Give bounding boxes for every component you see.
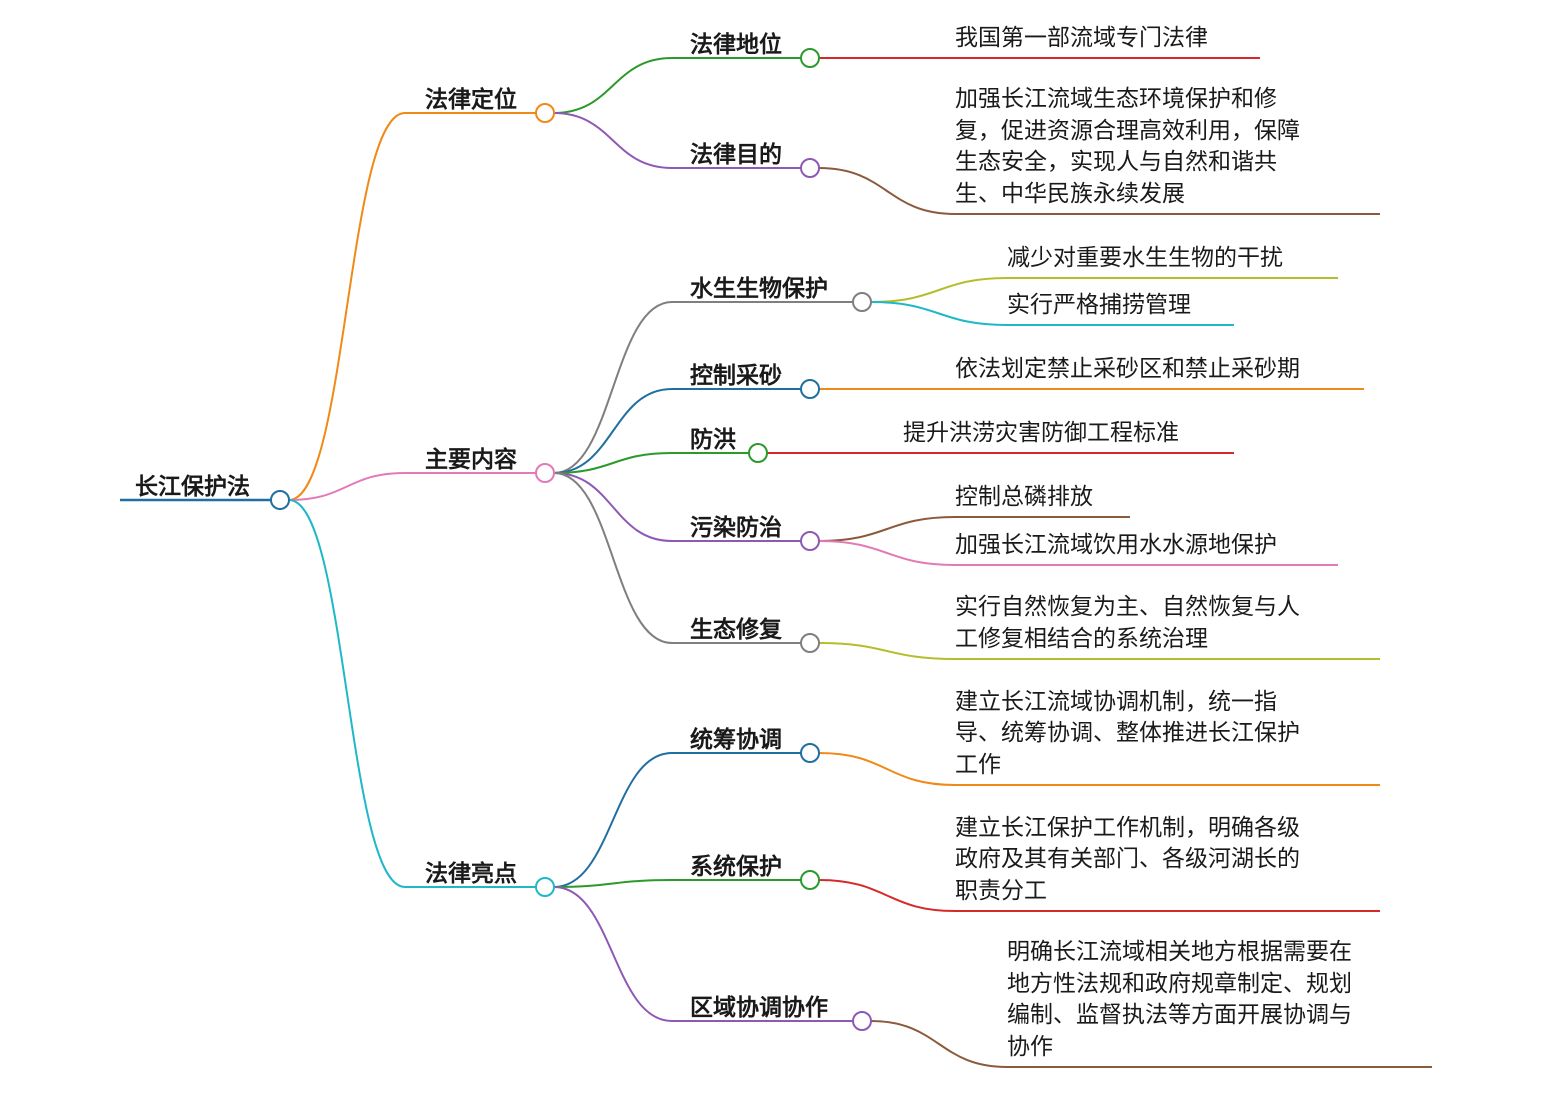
subtopic-3-1: 统筹协调 (690, 727, 782, 753)
leaf-text-line: 职责分工 (955, 877, 1047, 904)
leaf-text-line: 实行严格捕捞管理 (1007, 291, 1191, 318)
subtopic-connector-2-5 (553, 472, 801, 644)
leaf-text-line: 工修复相结合的系统治理 (955, 625, 1208, 652)
leaf-text-line: 加强长江流域饮用水水源地保护 (955, 531, 1277, 558)
leaf-text-3-2-1: 建立长江保护工作机制，明确各级政府及其有关部门、各级河湖长的职责分工 (955, 813, 1355, 908)
branch-connector-3 (288, 499, 536, 888)
subtopic-node-3-1[interactable] (800, 743, 820, 763)
leaf-text-line: 协作 (1007, 1033, 1053, 1060)
leaf-connector-2-1-1 (870, 277, 1338, 303)
subtopic-node-3-3[interactable] (852, 1011, 872, 1031)
leaf-connector-2-5-1 (818, 642, 1380, 660)
leaf-text-2-5-1: 实行自然恢复为主、自然恢复与人工修复相结合的系统治理 (955, 592, 1355, 655)
leaf-text-2-1-2: 实行严格捕捞管理 (1007, 290, 1407, 322)
subtopic-node-2-3[interactable] (748, 443, 768, 463)
subtopic-1-2: 法律目的 (690, 142, 782, 168)
subtopic-node-2-5[interactable] (800, 633, 820, 653)
leaf-connector-3-3-1 (870, 1020, 1432, 1068)
subtopic-node-1-1[interactable] (800, 48, 820, 68)
subtopic-connector-3-2 (553, 879, 801, 888)
leaf-text-2-4-2: 加强长江流域饮用水水源地保护 (955, 530, 1355, 562)
branch-node-1[interactable] (535, 103, 555, 123)
leaf-text-line: 导、统筹协调、整体推进长江保护 (955, 720, 1300, 746)
leaf-text-2-3-1: 提升洪涝灾害防御工程标准 (903, 418, 1303, 450)
subtopic-3-3: 区域协调协作 (690, 995, 828, 1021)
branch-topic-1: 法律定位 (425, 87, 517, 113)
subtopic-2-5: 生态修复 (690, 617, 782, 643)
subtopic-node-3-2[interactable] (800, 870, 820, 890)
leaf-text-line: 生、中华民族永续发展 (955, 180, 1185, 207)
root-node[interactable] (270, 490, 290, 510)
leaf-connector-2-4-2 (818, 540, 1338, 566)
leaf-text-line: 减少对重要水生生物的干扰 (1007, 244, 1283, 271)
leaf-text-2-4-1: 控制总磷排放 (955, 482, 1355, 514)
leaf-text-2-1-1: 减少对重要水生生物的干扰 (1007, 243, 1407, 275)
subtopic-1-1: 法律地位 (690, 32, 782, 58)
leaf-text-line: 明确长江流域相关地方根据需要在 (1007, 939, 1352, 965)
subtopic-connector-2-1 (553, 301, 853, 474)
leaf-text-line: 地方性法规和政府规章制定、规划 (1007, 970, 1352, 997)
subtopic-connector-3-3 (553, 886, 853, 1022)
subtopic-node-2-1[interactable] (852, 292, 872, 312)
subtopic-connector-2-2 (553, 388, 801, 474)
subtopic-connector-2-4 (553, 472, 801, 542)
leaf-text-1-1-1: 我国第一部流域专门法律 (955, 23, 1355, 55)
subtopic-2-2: 控制采砂 (690, 363, 782, 389)
branch-topic-3: 法律亮点 (425, 861, 517, 887)
branch-connector-2 (288, 472, 536, 501)
leaf-text-line: 编制、监督执法等方面开展协调与 (1007, 1002, 1352, 1028)
leaf-connector-2-1-2 (870, 301, 1234, 326)
branch-connector-1 (288, 112, 536, 501)
leaf-text-3-1-1: 建立长江流域协调机制，统一指导、统筹协调、整体推进长江保护工作 (955, 687, 1355, 782)
subtopic-3-2: 系统保护 (690, 854, 782, 880)
subtopic-2-1: 水生生物保护 (690, 276, 828, 302)
subtopic-connector-1-1 (553, 57, 801, 114)
leaf-connector-2-4-1 (818, 516, 1130, 542)
leaf-text-line: 复，促进资源合理高效利用，保障 (955, 117, 1300, 144)
subtopic-node-2-2[interactable] (800, 379, 820, 399)
leaf-text-line: 加强长江流域生态环境保护和修 (955, 86, 1277, 112)
subtopic-node-1-2[interactable] (800, 158, 820, 178)
leaf-text-line: 建立长江保护工作机制，明确各级 (955, 814, 1300, 841)
branch-node-2[interactable] (535, 463, 555, 483)
leaf-text-line: 依法划定禁止采砂区和禁止采砂期 (955, 355, 1300, 382)
leaf-text-line: 政府及其有关部门、各级河湖长的 (955, 846, 1300, 872)
subtopic-connector-1-2 (553, 112, 801, 169)
subtopic-2-4: 污染防治 (690, 515, 782, 541)
leaf-text-1-2-1: 加强长江流域生态环境保护和修复，促进资源合理高效利用，保障生态安全，实现人与自然… (955, 84, 1355, 210)
leaf-text-line: 建立长江流域协调机制，统一指 (955, 688, 1277, 715)
subtopic-connector-3-1 (553, 752, 801, 888)
leaf-text-line: 控制总磷排放 (955, 483, 1093, 510)
leaf-connector-3-2-1 (818, 879, 1380, 912)
branch-topic-2: 主要内容 (425, 447, 517, 473)
leaf-connector-1-2-1 (818, 167, 1380, 215)
root-topic: 长江保护法 (135, 474, 250, 500)
subtopic-node-2-4[interactable] (800, 531, 820, 551)
leaf-text-2-2-1: 依法划定禁止采砂区和禁止采砂期 (955, 354, 1355, 386)
subtopic-2-3: 防洪 (690, 427, 736, 453)
branch-node-3[interactable] (535, 877, 555, 897)
leaf-text-3-3-1: 明确长江流域相关地方根据需要在地方性法规和政府规章制定、规划编制、监督执法等方面… (1007, 937, 1407, 1063)
subtopic-connector-2-3 (553, 452, 749, 474)
leaf-text-line: 提升洪涝灾害防御工程标准 (903, 419, 1179, 446)
leaf-text-line: 生态安全，实现人与自然和谐共 (955, 149, 1277, 175)
leaf-text-line: 工作 (955, 751, 1001, 778)
leaf-connector-3-1-1 (818, 752, 1380, 786)
leaf-text-line: 我国第一部流域专门法律 (955, 24, 1208, 51)
leaf-text-line: 实行自然恢复为主、自然恢复与人 (955, 594, 1300, 620)
